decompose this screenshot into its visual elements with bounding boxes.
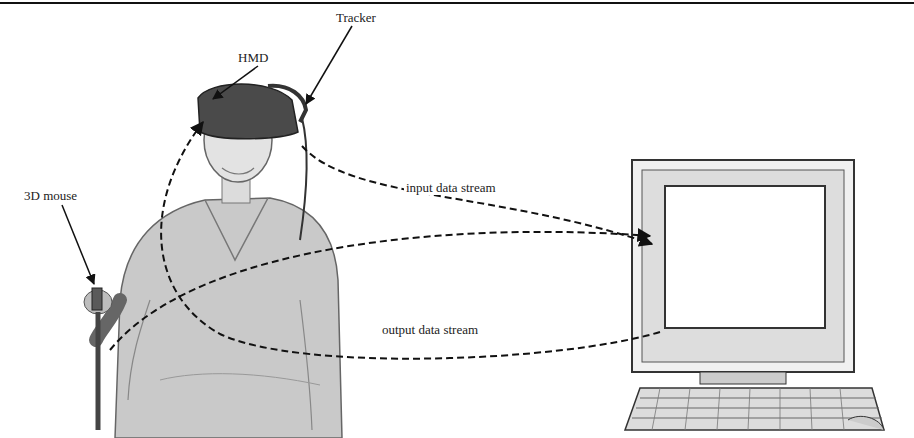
leader-arrow (213, 66, 258, 99)
callout-label: Tracker (334, 10, 378, 25)
data-stream (302, 146, 652, 244)
data-stream (110, 232, 650, 350)
callout-label: HMD (236, 50, 270, 65)
person-figure (84, 84, 342, 438)
callout-label: output data stream (380, 322, 480, 337)
leader-arrow (306, 26, 352, 104)
leader-arrow (62, 205, 94, 284)
data-stream (161, 122, 660, 359)
top-rule (0, 2, 914, 4)
callout-label: input data stream (404, 180, 498, 195)
callout-label: 3D mouse (22, 188, 79, 203)
computer-figure (625, 160, 884, 430)
